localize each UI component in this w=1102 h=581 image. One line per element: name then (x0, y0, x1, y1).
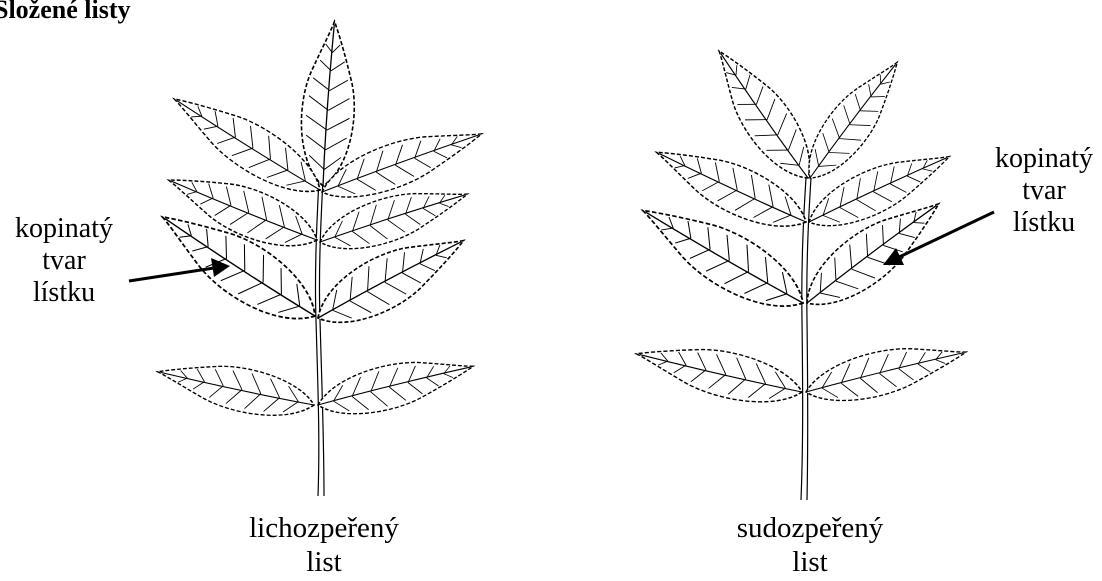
caption-right: sudozpeřený list (700, 511, 920, 579)
callout-left: kopinatý tvar lístku (0, 213, 128, 309)
caption-left-line-1: lichozpeřený (214, 511, 434, 545)
imparipinnate-leaf (147, 20, 489, 496)
caption-right-line-1: sudozpeřený (700, 511, 920, 545)
callout-left-line-2: tvar (0, 245, 128, 277)
callout-right-line-2: tvar (986, 175, 1102, 207)
callout-left-line-3: lístku (0, 277, 128, 309)
caption-left-line-2: list (214, 545, 434, 579)
callout-right: kopinatý tvar lístku (986, 143, 1102, 239)
caption-left: lichozpeřený list (214, 511, 434, 579)
callout-right-line-1: kopinatý (986, 143, 1102, 175)
callout-left-line-1: kopinatý (0, 213, 128, 245)
callout-right-line-3: lístku (986, 207, 1102, 239)
paripinnate-leaf (629, 38, 971, 500)
caption-right-line-2: list (700, 545, 920, 579)
